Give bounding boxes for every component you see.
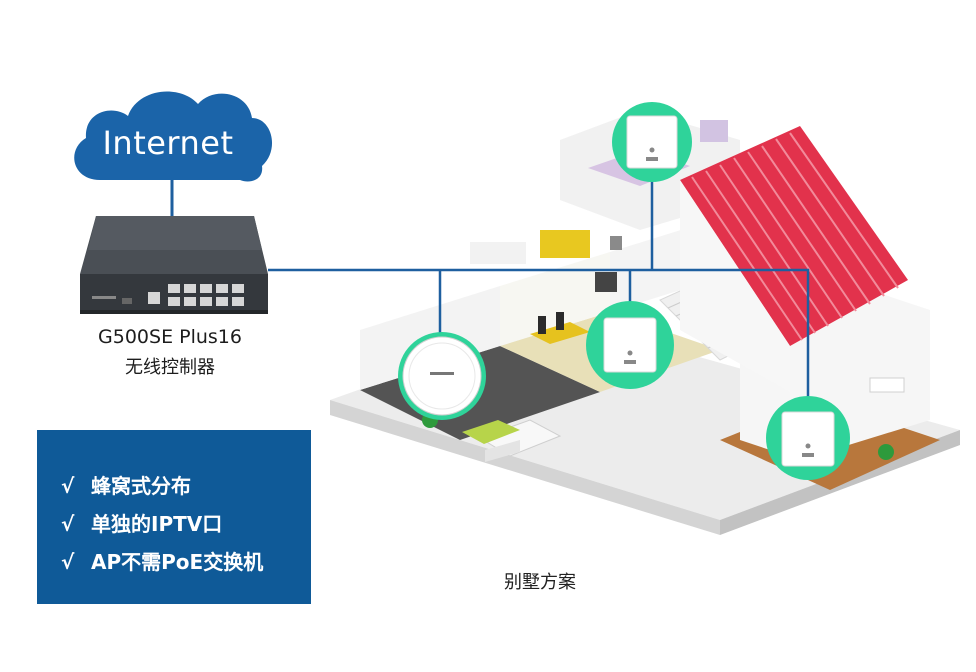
feature-text: AP不需PoE交换机: [91, 550, 264, 574]
check-icon: √: [61, 512, 75, 536]
feature-text: 单独的IPTV口: [91, 512, 223, 536]
wall-ap-icon: [612, 102, 692, 182]
scenario-caption: 别墅方案: [504, 572, 576, 593]
feature-list-panel: √ 蜂窝式分布 √ 单独的IPTV口 √ AP不需PoE交换机: [37, 430, 311, 604]
wall-ap-icon: [766, 396, 850, 480]
feature-text: 蜂窝式分布: [91, 474, 191, 498]
check-icon: √: [61, 550, 75, 574]
check-icon: √: [61, 474, 75, 498]
internet-label: Internet: [102, 124, 234, 162]
controller-model-label: G500SE Plus16: [98, 326, 242, 348]
feature-item: √ 单独的IPTV口: [61, 508, 222, 537]
network-links: [268, 180, 810, 400]
ceiling-ap-icon: [398, 332, 486, 420]
wall-ap-icon: [586, 301, 674, 389]
controller-switch-icon: [80, 216, 268, 314]
feature-item: √ 蜂窝式分布: [61, 470, 191, 499]
cloud-icon: [74, 91, 273, 182]
controller-description-label: 无线控制器: [125, 357, 215, 378]
villa-illustration: [330, 110, 960, 535]
feature-item: √ AP不需PoE交换机: [61, 546, 263, 575]
